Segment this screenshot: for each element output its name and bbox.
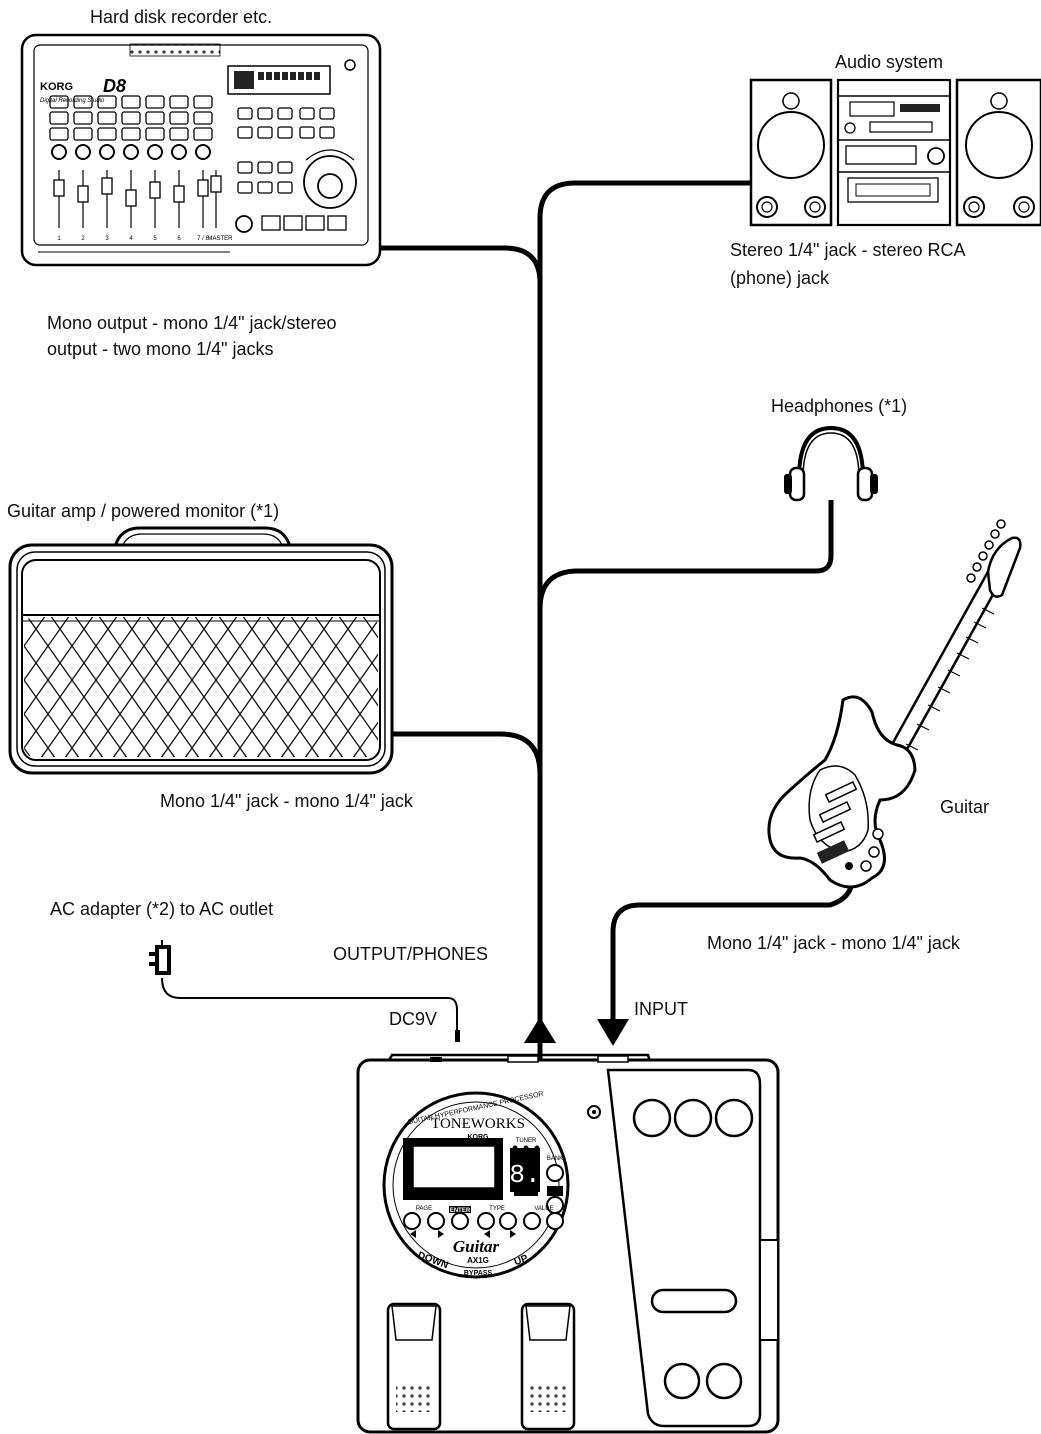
page-label: PAGE xyxy=(416,1206,432,1212)
label-amp-cable: Mono 1/4" jack - mono 1/4" jack xyxy=(160,791,413,811)
cable-amp-to-processor xyxy=(334,731,543,775)
label-hard-disk-recorder: Hard disk recorder etc. xyxy=(90,7,273,27)
recorder-model: D8 xyxy=(103,76,126,96)
enter-label: ENTER xyxy=(450,1208,471,1214)
label-input: INPUT xyxy=(634,999,688,1019)
audio-system xyxy=(749,78,1041,227)
processor-maker: KORG xyxy=(468,1134,490,1141)
recorder-channel-label: 5 xyxy=(153,236,157,242)
recorder-channel-label: 1 xyxy=(57,236,61,242)
ac-adapter-icon xyxy=(149,940,460,1042)
recorder-channel-label: 4 xyxy=(129,236,133,242)
recorder-channel-label: 6 xyxy=(177,236,181,242)
model-code: AX1G xyxy=(467,1256,489,1265)
label-headphones: Headphones (*1) xyxy=(771,396,908,416)
bypass-label: BYPASS xyxy=(464,1270,493,1277)
recorder-brand: KORG xyxy=(40,81,73,93)
label-guitar-amp: Guitar amp / powered monitor (*1) xyxy=(7,501,280,521)
up-label: UP xyxy=(513,1253,530,1268)
input-arrow-icon xyxy=(597,1019,629,1046)
output-arrow-icon xyxy=(524,1017,556,1043)
cable-audio-system-to-processor xyxy=(537,180,751,290)
recorder-channel-label: 7 / 8 xyxy=(197,236,209,242)
label-dc9v: DC9V xyxy=(389,1009,438,1029)
processor-brand: TONEWORKS xyxy=(431,1116,525,1132)
label-mono-output-line2: output - two mono 1/4" jacks xyxy=(47,339,274,359)
type-label: TYPE xyxy=(489,1206,505,1212)
label-guitar: Guitar xyxy=(940,797,990,817)
recorder-subtitle: Digital Recording Studio xyxy=(40,98,105,104)
cable-adapter-to-processor xyxy=(161,977,458,1036)
label-stereo-cable-line1: Stereo 1/4" jack - stereo RCA xyxy=(730,240,966,260)
bank-label: BANK xyxy=(547,1156,563,1162)
guitar-icon xyxy=(767,519,1022,889)
cable-headphones-to-processor xyxy=(537,500,834,610)
label-guitar-cable: Mono 1/4" jack - mono 1/4" jack xyxy=(707,933,960,953)
recorder-channel-label: MASTER xyxy=(207,236,233,242)
label-ac-adapter: AC adapter (*2) to AC outlet xyxy=(50,899,274,919)
recorder-channel-label: 3 xyxy=(105,236,109,242)
guitar-amp xyxy=(8,526,394,775)
value-label: VALUE xyxy=(534,1206,553,1212)
hard-disk-recorder xyxy=(20,33,382,267)
digit-display: 8. xyxy=(509,1160,540,1190)
label-audio-system: Audio system xyxy=(835,52,944,72)
tuner-label: TUNER xyxy=(516,1138,537,1144)
label-stereo-cable-line2: (phone) jack xyxy=(730,268,830,288)
label-mono-output-line1: Mono output - mono 1/4" jack/stereo xyxy=(47,313,337,333)
model-script: Guitar xyxy=(453,1237,500,1256)
multi-effects-processor xyxy=(356,1053,780,1434)
recorder-channel-label: 2 xyxy=(81,236,85,242)
label-output-phones: OUTPUT/PHONES xyxy=(333,944,489,964)
headphones-icon xyxy=(784,425,878,502)
